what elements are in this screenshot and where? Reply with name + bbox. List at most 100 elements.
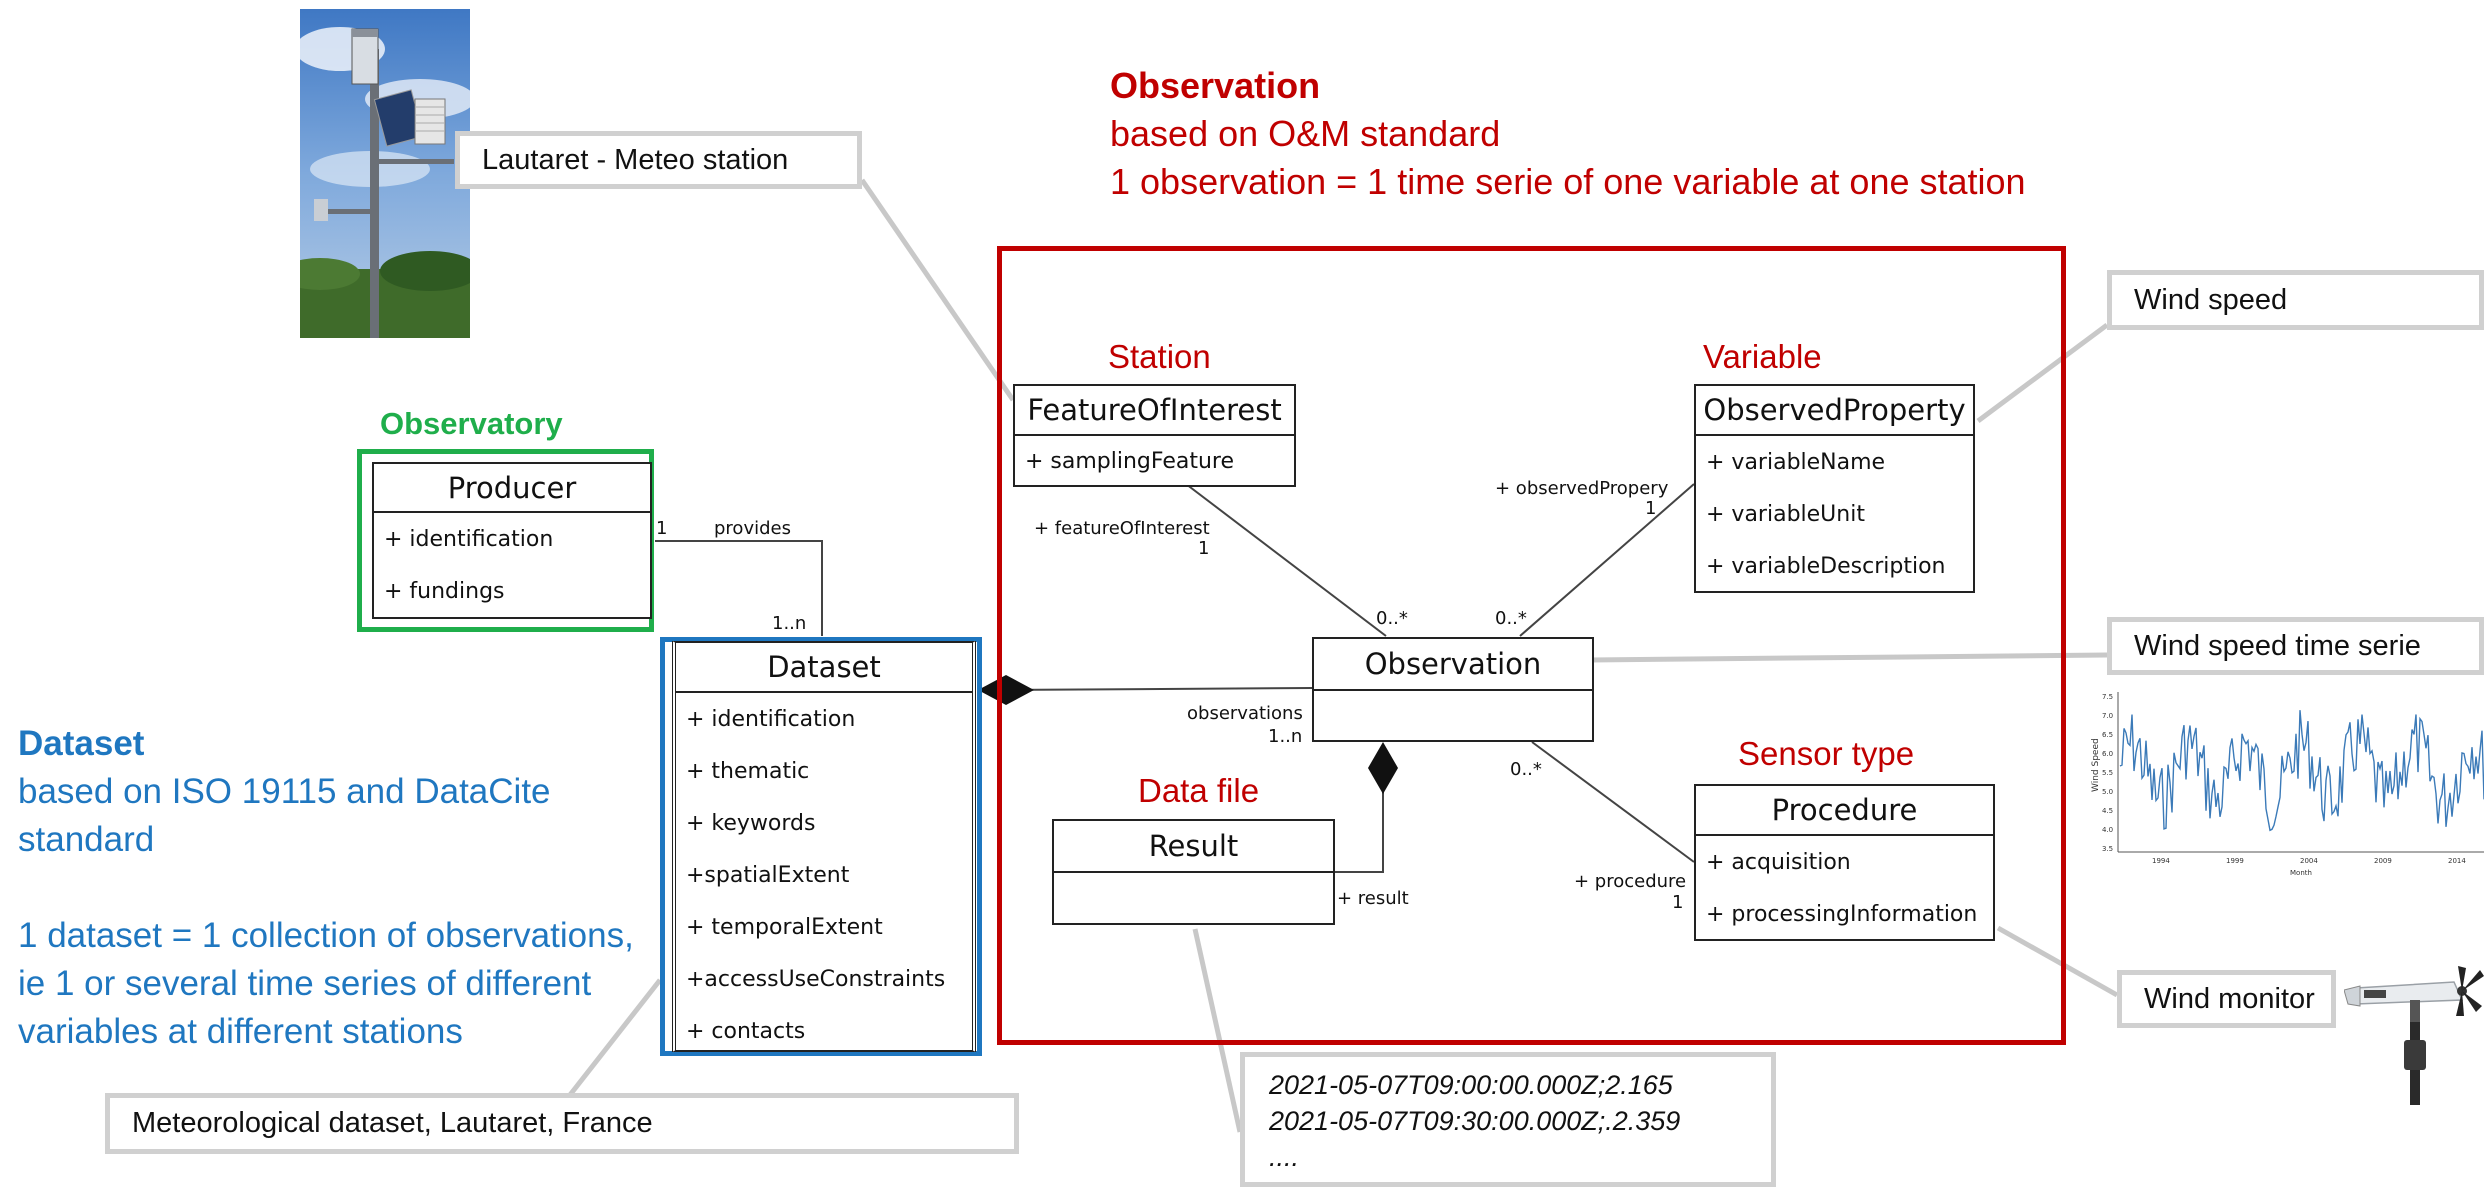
class-observation-name: Observation	[1314, 639, 1592, 691]
dataset-heading-line3: 1 dataset = 1 collection of observations…	[18, 916, 634, 955]
class-feature-name: FeatureOfInterest	[1015, 386, 1294, 436]
dataset-frame	[660, 637, 982, 1056]
label-station: Station	[1108, 338, 1211, 375]
dataset-heading-line5: variables at different stations	[18, 1012, 463, 1051]
class-feature-attr: + samplingFeature	[1025, 448, 1235, 474]
chart-xlabel: Month	[2290, 869, 2312, 877]
class-result: Result	[1052, 819, 1335, 925]
chart-ytick-label: 5.0	[2102, 788, 2113, 796]
callout-met-dataset: Meteorological dataset, Lautaret, France	[105, 1093, 1019, 1154]
class-result-name: Result	[1054, 821, 1333, 873]
leader-met-dataset	[564, 978, 662, 1102]
wind-speed-series-line	[2119, 710, 2484, 832]
mult-observed-observation: 0..*	[1495, 608, 1527, 629]
class-observed-property-name: ObservedProperty	[1696, 386, 1973, 436]
chart-ytick-label: 7.5	[2102, 693, 2113, 701]
callout-wind-speed-series: Wind speed time serie	[2107, 617, 2484, 675]
leader-data-file	[1192, 928, 1243, 1133]
mult-feature: 1	[1198, 538, 1210, 559]
class-procedure-name: Procedure	[1696, 786, 1993, 836]
mult-observed-property: 1	[1645, 498, 1657, 519]
class-observed-property-attr: + variableUnit	[1706, 501, 1865, 527]
assoc-procedure	[1531, 741, 1695, 863]
assoc-provides	[655, 540, 823, 636]
chart-xtick-label: 2014	[2448, 857, 2466, 865]
role-observed-property: + observedPropery	[1495, 478, 1669, 499]
mult-observations: 1..n	[1268, 726, 1303, 747]
dataset-heading: Dataset based on ISO 19115 and DataCite …	[18, 720, 634, 1056]
assoc-result	[1334, 792, 1384, 873]
callout-meteo-station: Lautaret - Meteo station	[455, 131, 862, 189]
mult-producer: 1	[656, 518, 668, 539]
observation-heading: Observation based on O&M standard 1 obse…	[1110, 62, 2026, 206]
class-dataset: Dataset + identification + thematic + ke…	[672, 641, 976, 1052]
class-procedure-attr: + acquisition	[1706, 849, 1851, 875]
chart-ytick-label: 4.0	[2102, 826, 2113, 834]
observation-heading-line1: based on O&M standard	[1110, 113, 1501, 154]
assoc-observations	[1005, 687, 1313, 691]
class-dataset-attr: +spatialExtent	[686, 862, 850, 888]
callout-wind-monitor: Wind monitor	[2117, 970, 2336, 1028]
chart-ytick-label: 6.0	[2102, 750, 2113, 758]
chart-ytick-label: 7.0	[2102, 712, 2113, 720]
class-dataset-attr: + contacts	[686, 1018, 806, 1044]
composition-diamond-result	[1368, 742, 1398, 794]
leader-wind-speed	[1976, 322, 2109, 424]
class-producer: Producer + identification + fundings	[372, 462, 652, 619]
callout-data-file: 2021-05-07T09:00:00.000Z;2.165 2021-05-0…	[1240, 1052, 1776, 1187]
meteo-station-photo	[300, 9, 470, 338]
dataset-heading-line1: based on ISO 19115 and DataCite	[18, 772, 551, 811]
wind-monitor-photo	[2344, 966, 2484, 1105]
leader-station	[859, 178, 1016, 402]
chart-xtick-label: 2004	[2300, 857, 2318, 865]
chart-xtick-label: 1999	[2226, 857, 2244, 865]
chart-ylabel: Wind Speed	[2091, 738, 2101, 792]
role-feature-of-interest: + featureOfInterest	[1034, 518, 1210, 539]
class-producer-attr: + fundings	[384, 578, 505, 604]
class-procedure-attr: + processingInformation	[1706, 901, 1978, 927]
class-observed-property-attr: + variableDescription	[1706, 553, 1946, 579]
class-producer-attr: + identification	[384, 526, 554, 552]
class-dataset-attr: +accessUseConstraints	[686, 966, 946, 992]
label-data-file: Data file	[1138, 772, 1260, 809]
assoc-observed-property	[1519, 483, 1695, 637]
data-line: 2021-05-07T09:00:00.000Z;2.165	[1269, 1070, 1673, 1100]
composition-diamond-dataset	[978, 675, 1034, 705]
wind-speed-chart-thumbnail: Wind Speed 7.5 7.0 6.5 6.0 5.5 5.0 4.5 4.0 3.5 1…	[2091, 692, 2484, 877]
class-dataset-name: Dataset	[676, 643, 972, 693]
chart-xtick-label: 2009	[2374, 857, 2392, 865]
chart-xtick-label: 1994	[2152, 857, 2170, 865]
dataset-heading-line4: ie 1 or several time series of different	[18, 964, 592, 1003]
mult-procedure-observation: 0..*	[1510, 759, 1542, 780]
role-result: + result	[1337, 888, 1409, 909]
role-observations: observations	[1187, 703, 1303, 724]
mult-dataset: 1..n	[772, 613, 807, 634]
class-observation: Observation	[1312, 637, 1594, 742]
observation-frame	[997, 246, 2066, 1045]
chart-ytick-label: 5.5	[2102, 769, 2113, 777]
chart-ytick-label: 3.5	[2102, 845, 2113, 853]
chart-ytick-label: 4.5	[2102, 807, 2113, 815]
assoc-feature	[1185, 483, 1387, 637]
dataset-heading-title: Dataset	[18, 724, 145, 763]
mult-procedure: 1	[1672, 892, 1684, 913]
class-feature-of-interest: FeatureOfInterest + samplingFeature	[1013, 384, 1296, 487]
observatory-label: Observatory	[380, 406, 563, 441]
observation-heading-line2: 1 observation = 1 time serie of one vari…	[1110, 161, 2026, 202]
chart-yticks: 7.5 7.0 6.5 6.0 5.5 5.0 4.5 4.0 3.5	[2102, 693, 2113, 853]
class-procedure: Procedure + acquisition + processingInfo…	[1694, 784, 1995, 941]
chart-ytick-label: 6.5	[2102, 731, 2113, 739]
leader-wind-series	[1589, 652, 2108, 663]
label-variable: Variable	[1703, 338, 1822, 375]
class-dataset-attr: + temporalExtent	[686, 914, 883, 940]
assoc-provides-label: provides	[714, 518, 791, 539]
class-observed-property-attr: + variableName	[1706, 449, 1886, 475]
class-observed-property: ObservedProperty + variableName + variab…	[1694, 384, 1975, 593]
role-procedure: + procedure	[1574, 871, 1687, 892]
observation-heading-title: Observation	[1110, 65, 1321, 106]
class-dataset-attr: + keywords	[686, 810, 816, 836]
mult-feature-observation: 0..*	[1376, 608, 1408, 629]
class-dataset-attr: + thematic	[686, 758, 810, 784]
data-line: 2021-05-07T09:30:00.000Z;.2.359	[1269, 1106, 1681, 1136]
